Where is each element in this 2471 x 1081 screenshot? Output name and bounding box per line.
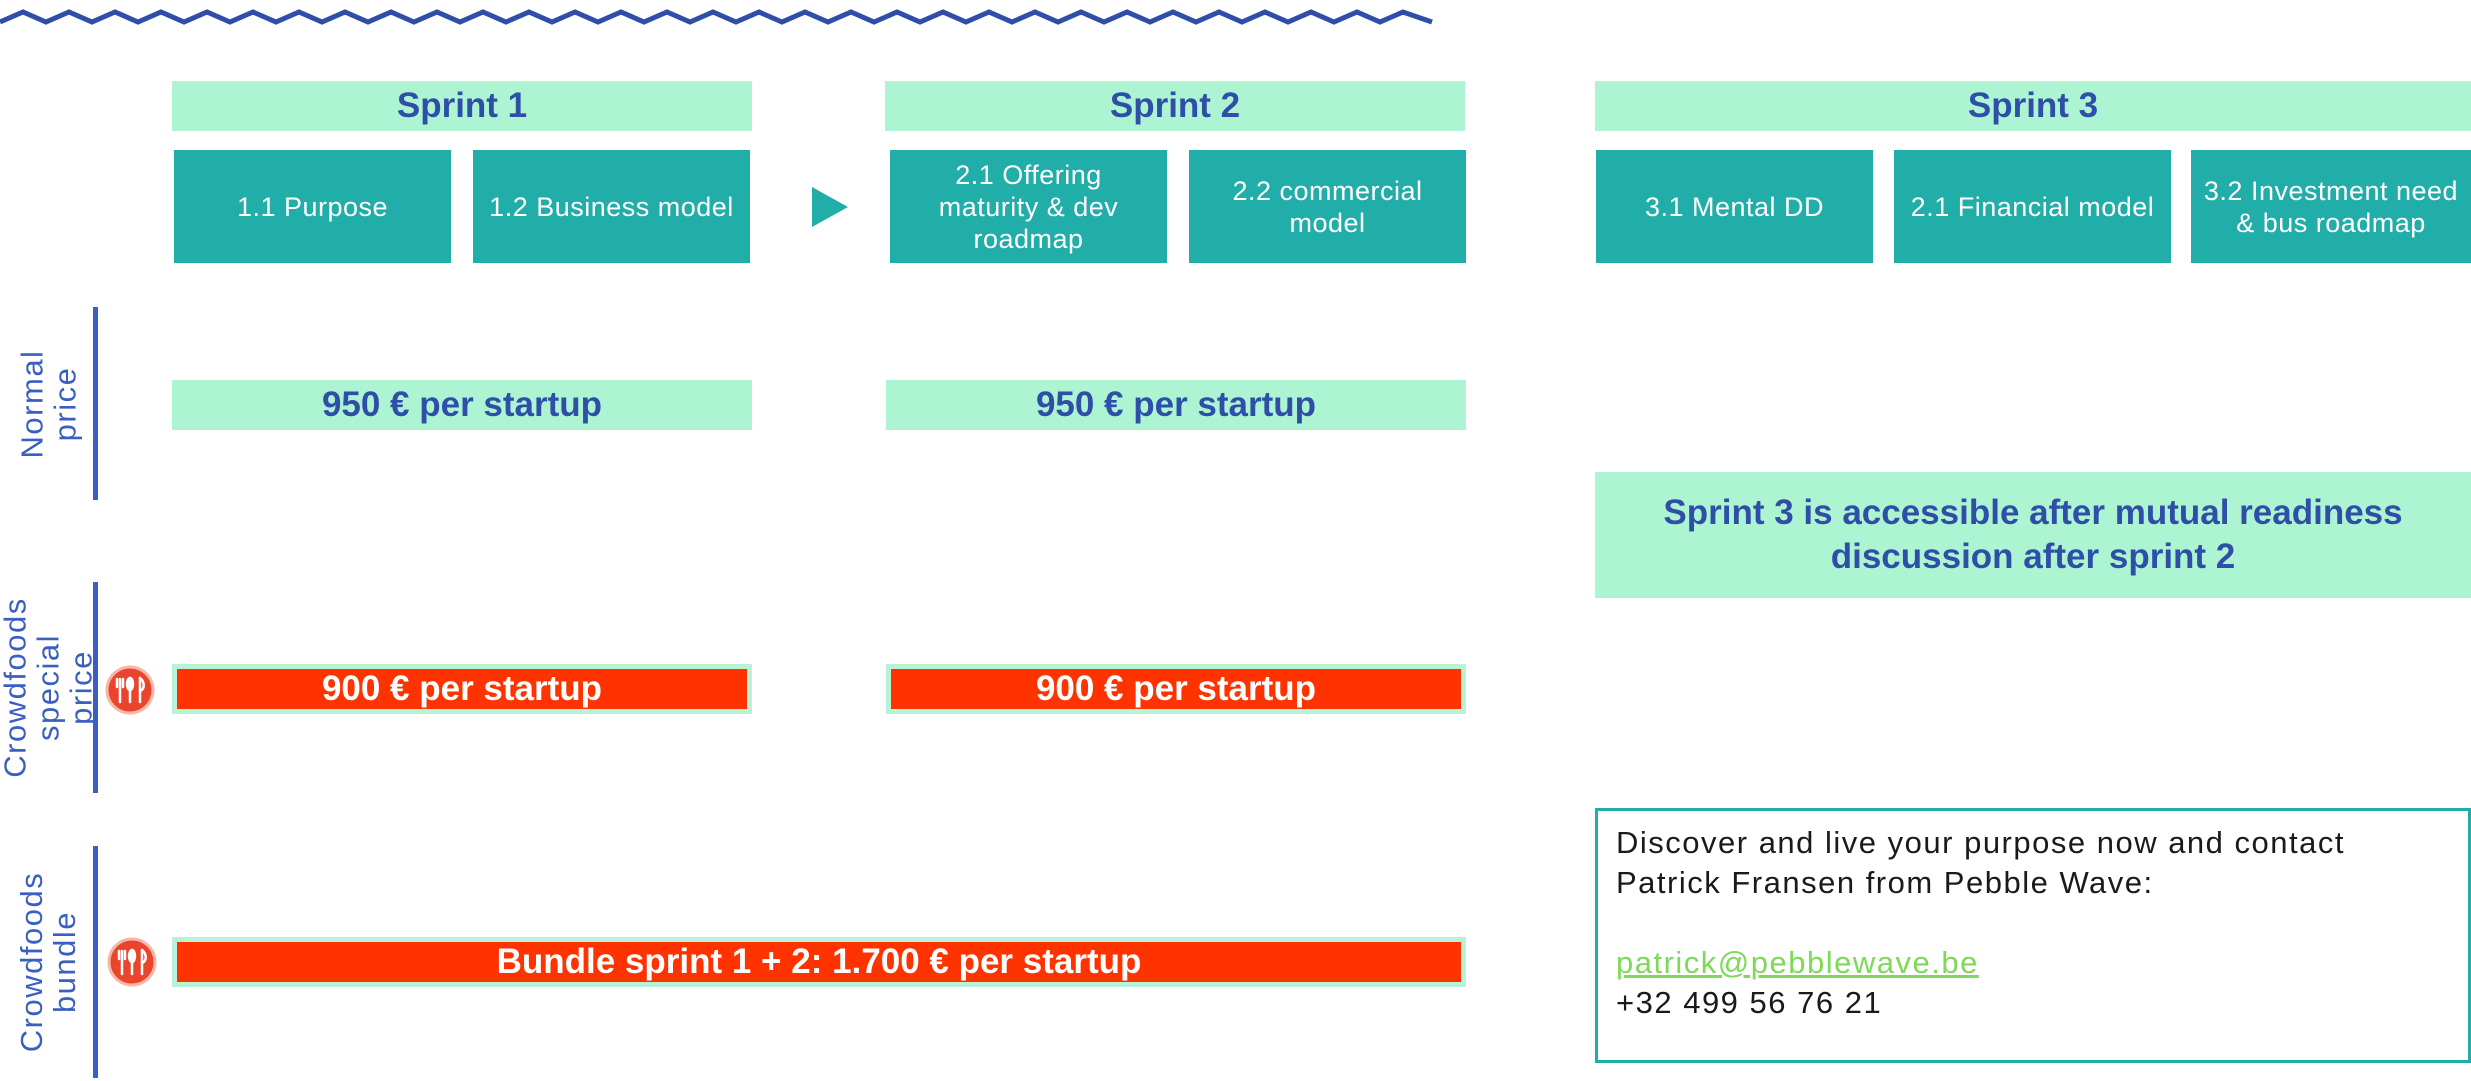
module-1-1-purpose: 1.1 Purpose xyxy=(174,150,451,263)
bundle-bar xyxy=(93,846,98,1078)
contact-email-link[interactable]: patrick@pebblewave.be xyxy=(1616,945,1979,980)
bundle-price-box: Bundle sprint 1 + 2: 1.700 € per startup xyxy=(172,937,1466,987)
play-arrow-icon xyxy=(812,187,848,227)
module-3-2-investment-need: 3.2 Investment need & bus roadmap xyxy=(2191,150,2471,263)
crowdfoods-fork-icon xyxy=(105,665,155,715)
contact-text: Discover and live your purpose now and c… xyxy=(1616,825,2345,900)
contact-phone: +32 499 56 76 21 xyxy=(1616,985,1883,1020)
normal-price-sprint1: 950 € per startup xyxy=(172,380,752,430)
module-1-2-business-model: 1.2 Business model xyxy=(473,150,750,263)
crowdfoods-fork-icon xyxy=(107,937,157,987)
special-price-sprint1: 900 € per startup xyxy=(177,669,747,709)
special-price-sprint2-box: 900 € per startup xyxy=(886,664,1466,714)
normal-price-bar xyxy=(93,307,98,500)
module-2-1-financial-model: 2.1 Financial model xyxy=(1894,150,2171,263)
sprint3-header: Sprint 3 xyxy=(1595,81,2471,131)
normal-price-sprint2: 950 € per startup xyxy=(886,380,1466,430)
special-price-sprint2: 900 € per startup xyxy=(891,669,1461,709)
normal-price-label: Normal price xyxy=(14,349,82,458)
bundle-price: Bundle sprint 1 + 2: 1.700 € per startup xyxy=(177,942,1461,982)
sprint1-header: Sprint 1 xyxy=(172,81,752,131)
sprint2-header: Sprint 2 xyxy=(885,81,1465,131)
sprint3-note: Sprint 3 is accessible after mutual read… xyxy=(1595,472,2471,598)
module-3-1-mental-dd: 3.1 Mental DD xyxy=(1596,150,1873,263)
special-price-sprint1-box: 900 € per startup xyxy=(172,664,752,714)
special-price-bar xyxy=(93,582,98,793)
module-2-1-offering-maturity: 2.1 Offering maturity & dev roadmap xyxy=(890,150,1167,263)
contact-box: Discover and live your purpose now and c… xyxy=(1595,808,2471,1063)
bundle-label: Crowdfoods bundle xyxy=(14,871,83,1053)
wave-decoration xyxy=(0,9,1433,25)
special-price-label: Crowdfoods special price xyxy=(0,597,99,778)
module-2-2-commercial-model: 2.2 commercial model xyxy=(1189,150,1466,263)
